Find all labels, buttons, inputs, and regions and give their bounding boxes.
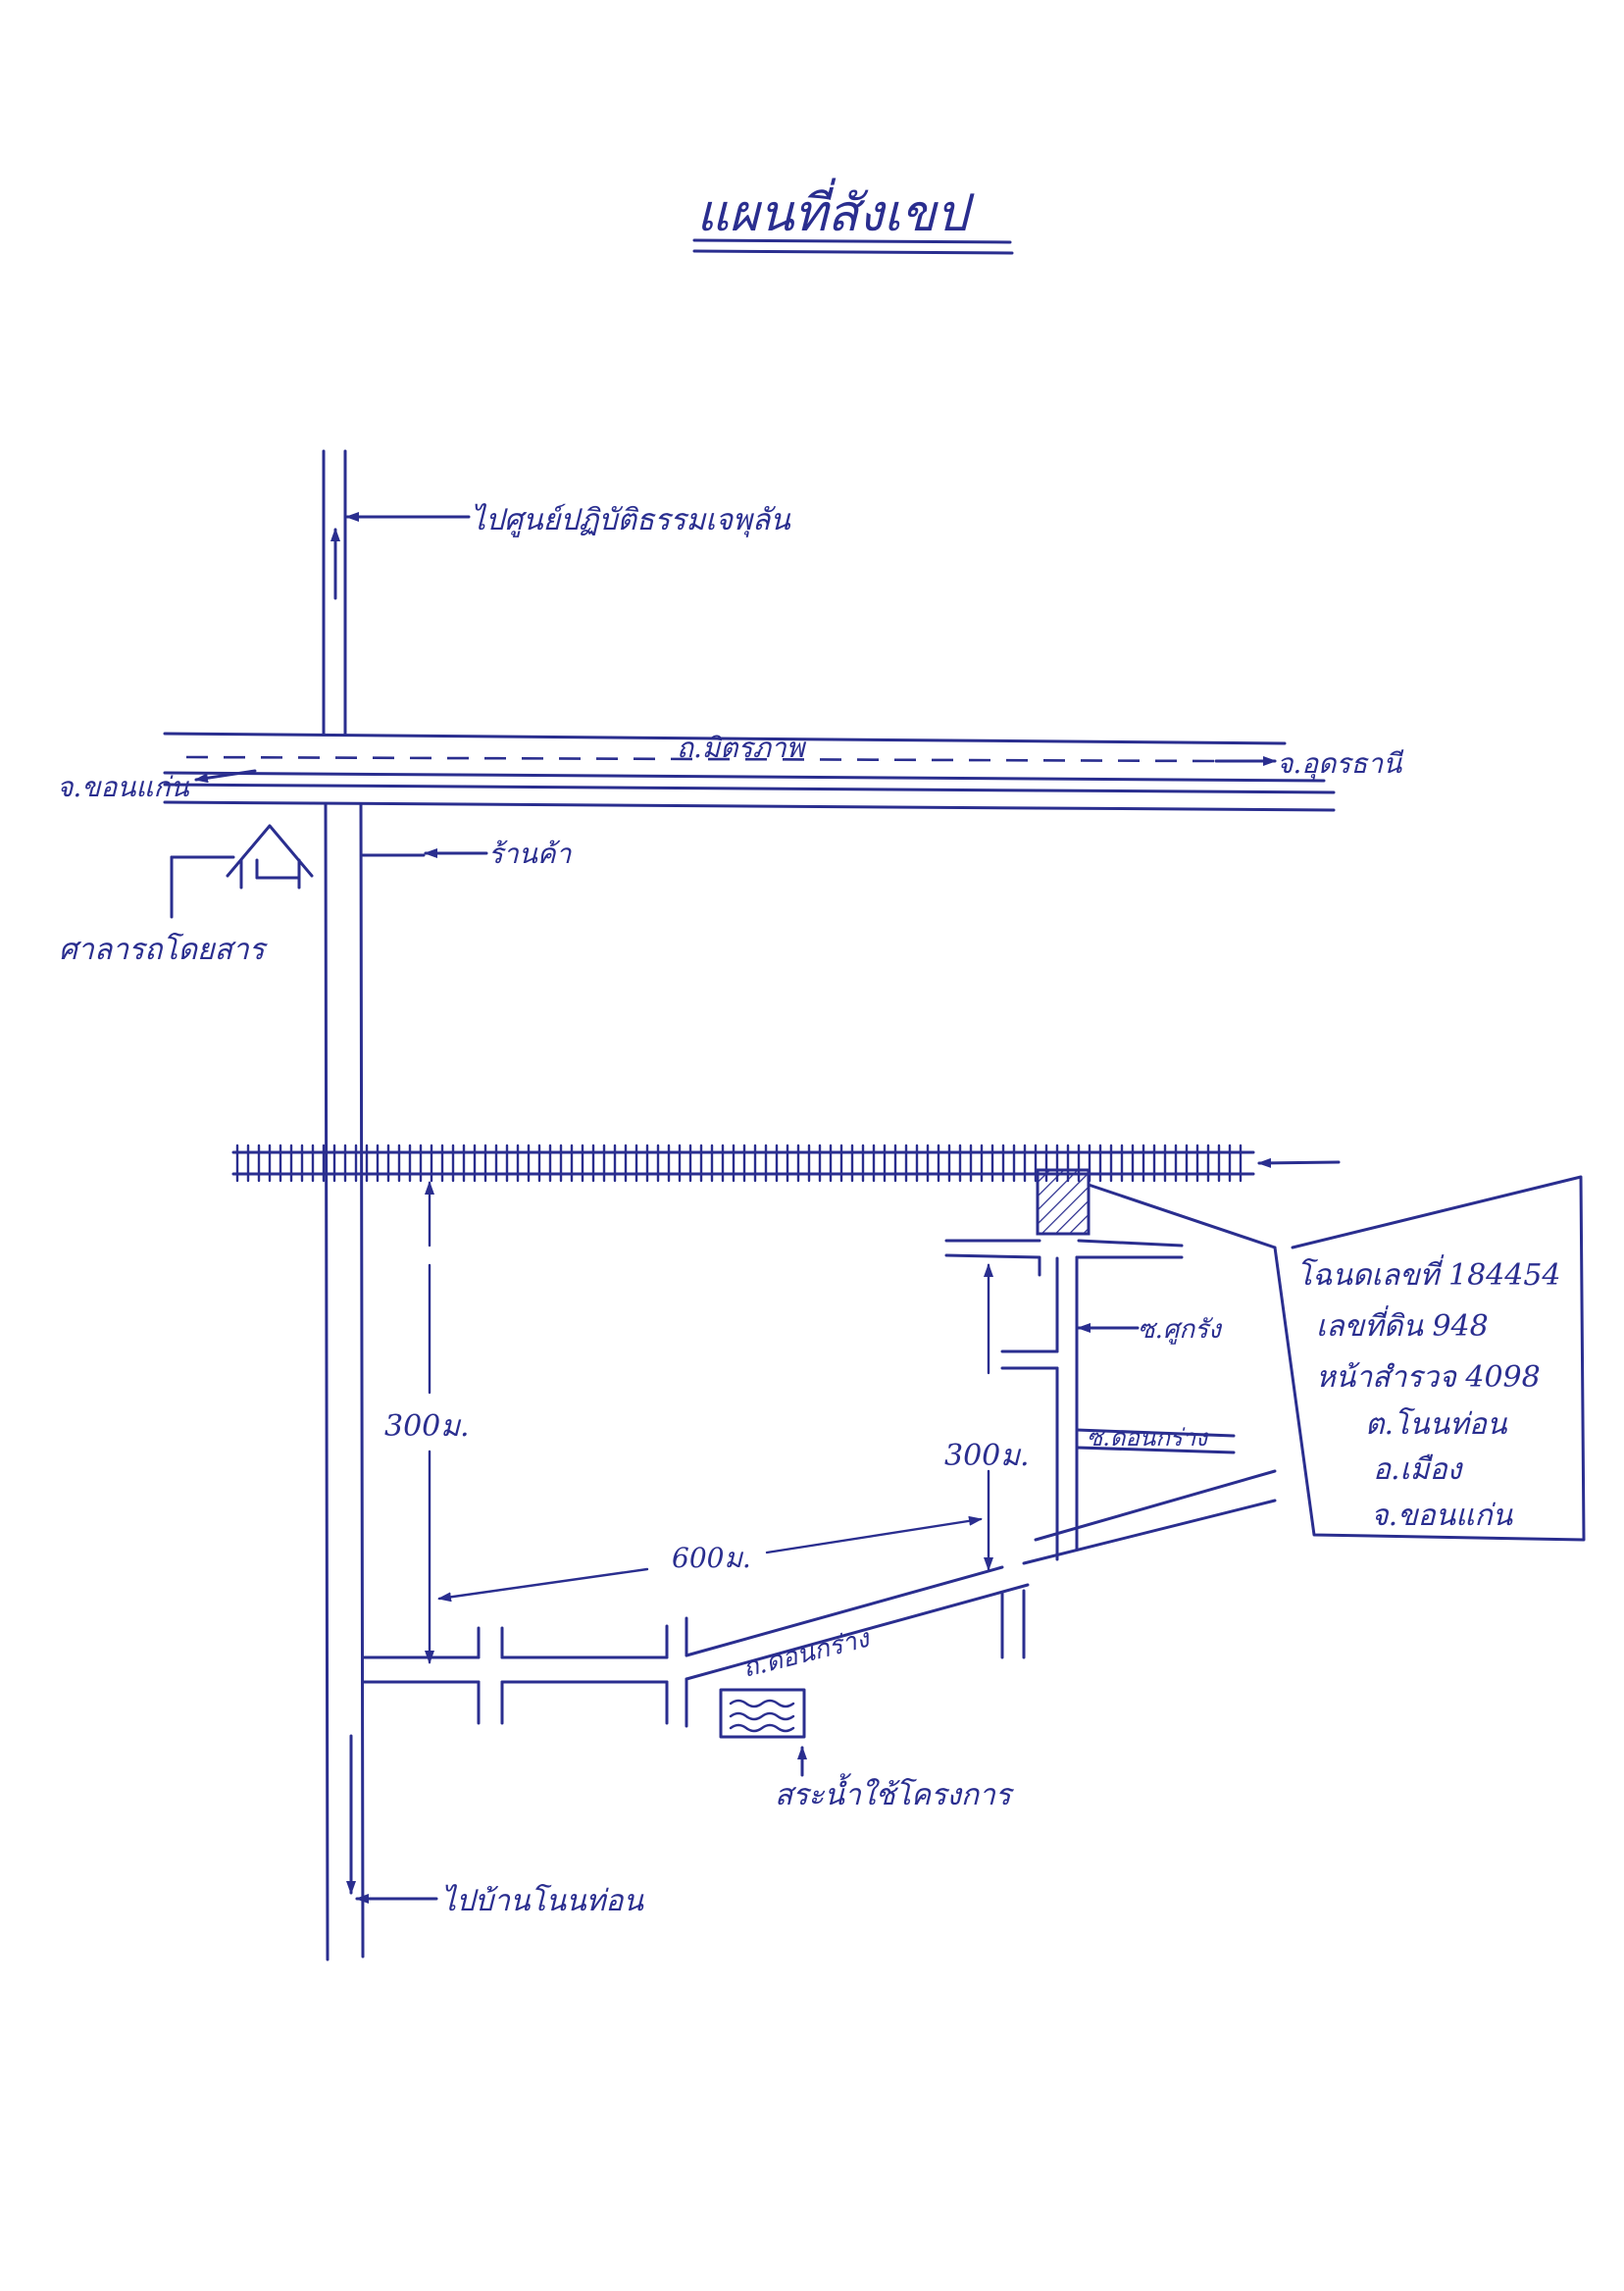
- shop-label: ร้านค้า: [488, 838, 573, 870]
- road-dongkrang-label: ถ.ดอนกร่าง: [739, 1623, 874, 1683]
- soi-1-label: ซ.ศูกรัง: [1138, 1315, 1223, 1345]
- north-road: [322, 449, 471, 736]
- to-cultural-center-label: ไปศูนย์ปฏิบัติธรรมเจพุลัน: [471, 503, 791, 537]
- railway: [231, 1144, 1341, 1183]
- land-plot: [1036, 1168, 1091, 1236]
- shop-marker: [361, 848, 488, 858]
- province: จ.ขอนแก่น: [1371, 1499, 1514, 1533]
- survey-page: หน้าสำรวจ 4098: [1316, 1360, 1541, 1395]
- land-info-text: โฉนดเลขที่ 184454 เลขที่ดิน 948 หน้าสำรว…: [1296, 1254, 1561, 1533]
- distance-right-label: 300ม.: [944, 1439, 1030, 1473]
- to-udon-label: จ.อุดรธานี: [1277, 747, 1404, 781]
- to-khonkaen-label: จ.ขอนแก่น: [57, 771, 189, 803]
- bus-shelter-label: ศาลารถโดยสาร: [59, 932, 269, 967]
- land-plot-pointer: [1087, 1183, 1277, 1249]
- map-title: แผนที่สังเขป: [696, 178, 975, 243]
- main-highway: [163, 732, 1336, 812]
- bottom-roads: [361, 1469, 1277, 1728]
- south-road: [324, 802, 365, 1961]
- distance-horizontal: [437, 1515, 983, 1603]
- distance-horizontal-label: 600ม.: [672, 1542, 751, 1574]
- road-name-label: ถ.มิตรภาพ: [677, 732, 807, 764]
- distance-left-label: 300ม.: [384, 1409, 470, 1444]
- pond-label: สระน้ำใช้โครงการ: [775, 1773, 1015, 1812]
- to-village-arrow: [346, 1734, 438, 1904]
- deed-number: โฉนดเลขที่ 184454: [1296, 1254, 1561, 1293]
- land-number: เลขที่ดิน 948: [1316, 1305, 1489, 1344]
- district: อ.เมือง: [1373, 1452, 1464, 1487]
- subdistrict: ต.โนนท่อน: [1365, 1406, 1508, 1442]
- bus-shelter-icon: [170, 824, 314, 919]
- title-underline-2: [692, 249, 1014, 255]
- title-underline: [692, 238, 1012, 244]
- pond-icon: [719, 1688, 807, 1777]
- land-info-box: [1273, 1175, 1586, 1542]
- to-village-label: ไปบ้านโนนท่อน: [441, 1883, 644, 1918]
- soi-2-label: ซ.ดอนกร่าง: [1087, 1424, 1209, 1451]
- right-side-roads: [944, 1239, 1236, 1561]
